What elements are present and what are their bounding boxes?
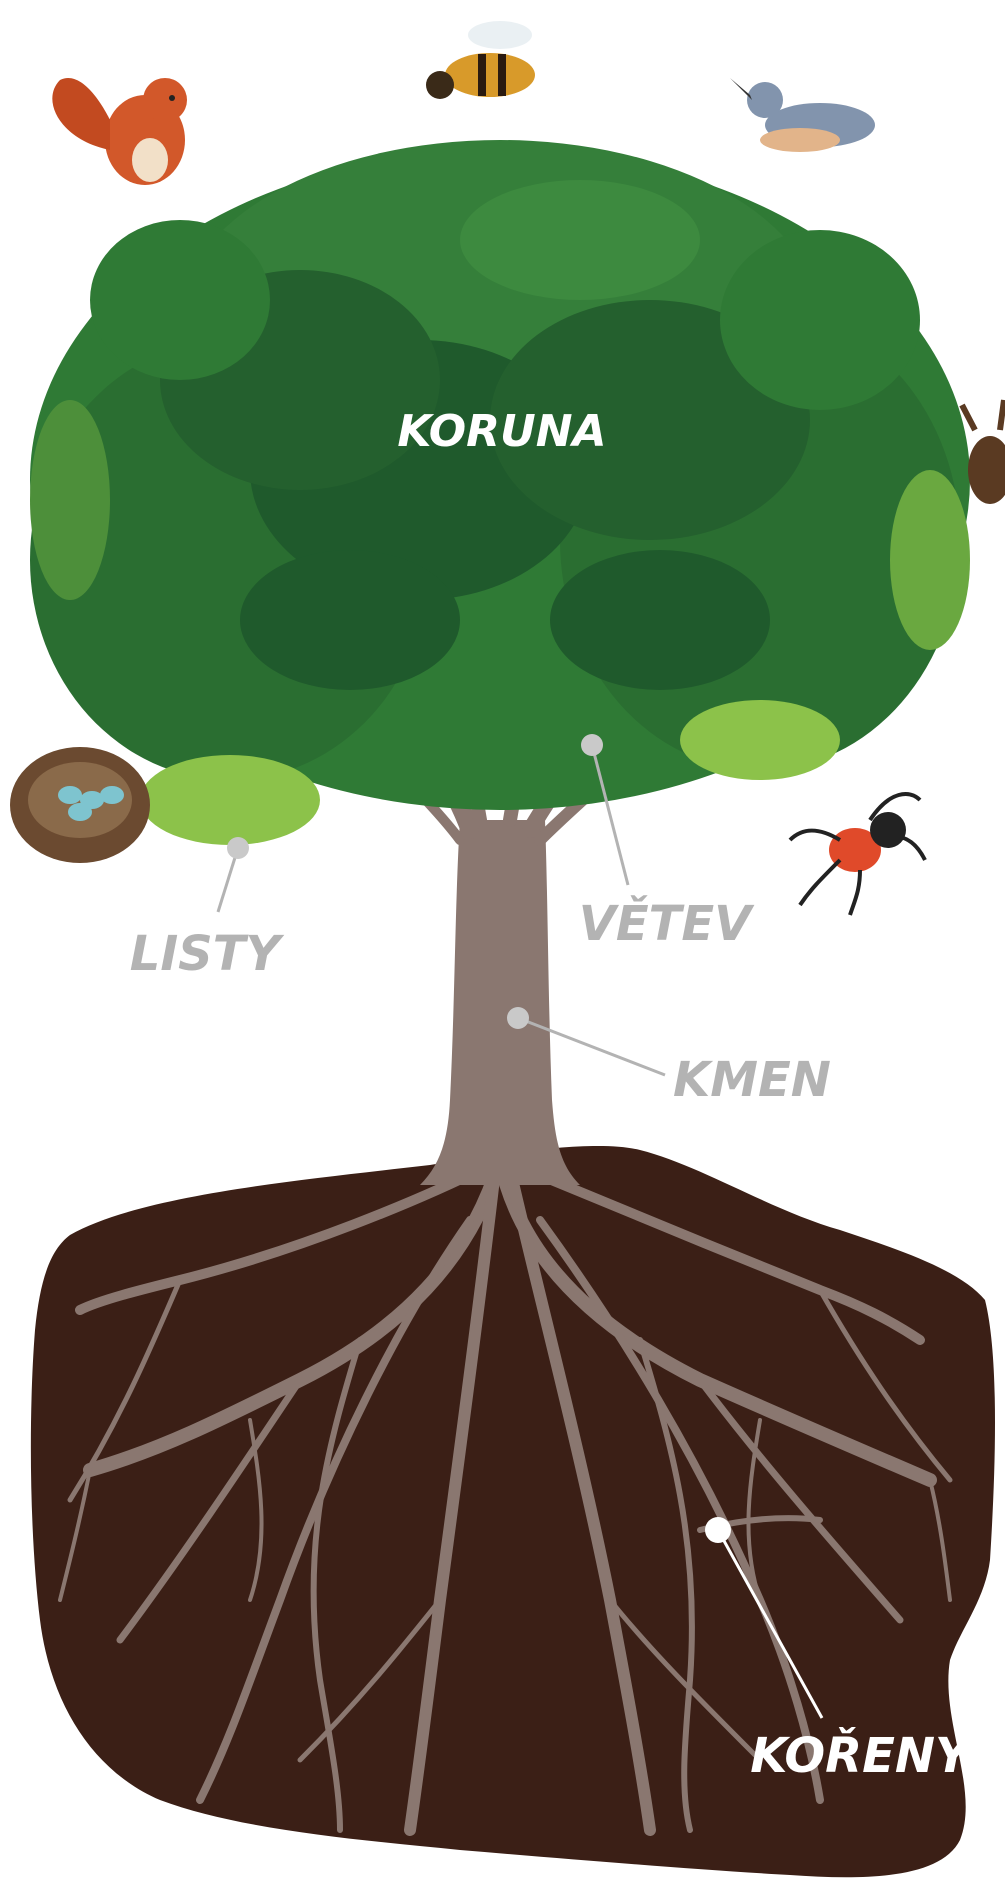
spider-icon bbox=[790, 794, 925, 915]
label-kmen: KMEN bbox=[673, 1052, 831, 1108]
label-koreny: KOŘENY bbox=[750, 1727, 974, 1784]
kmen-dot bbox=[507, 1007, 529, 1029]
label-koruna: KORUNA bbox=[397, 406, 606, 457]
canopy bbox=[30, 140, 970, 845]
squirrel-icon bbox=[52, 78, 187, 185]
nuthatch-icon bbox=[730, 78, 875, 152]
vetev-dot bbox=[581, 734, 603, 756]
nest-icon bbox=[10, 747, 150, 863]
listy-dot bbox=[227, 837, 249, 859]
koreny-dot bbox=[705, 1517, 731, 1543]
bee-icon bbox=[426, 21, 535, 99]
trunk bbox=[420, 820, 580, 1185]
label-vetev: VĚTEV bbox=[579, 895, 755, 952]
label-listy: LISTY bbox=[130, 926, 285, 982]
